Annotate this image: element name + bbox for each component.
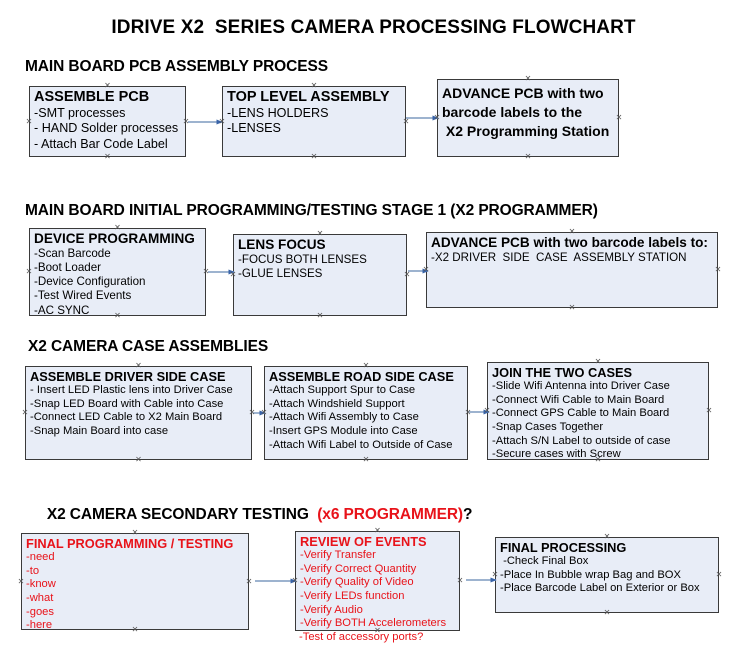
node-line: -Verify LEDs function xyxy=(300,590,405,603)
node-line: -Boot Loader xyxy=(34,261,102,275)
node-line: -AC SYNC xyxy=(34,303,90,317)
node-line: -Secure cases with Screw xyxy=(492,448,621,461)
node-line: barcode labels to the xyxy=(442,103,583,120)
node-line: -Attach Wifi Label to Outside of Case xyxy=(269,438,453,451)
section-heading-1: MAIN BOARD PCB ASSEMBLY PROCESS xyxy=(25,58,328,75)
node-line: -Connect GPS Cable to Main Board xyxy=(492,407,670,420)
node-title: ASSEMBLE ROAD SIDE CASE xyxy=(269,369,454,384)
node-line: -Slide Wifi Antenna into Driver Case xyxy=(492,380,670,393)
node-line: -Verify Correct Quantity xyxy=(300,562,417,575)
node-join-the-two-cases[interactable]: JOIN THE TWO CASES -Slide Wifi Antenna i… xyxy=(487,362,709,460)
node-line: -know xyxy=(26,578,56,591)
node-line: -Verify BOTH Accelerometers xyxy=(300,617,447,630)
node-line: -what xyxy=(26,592,54,605)
node-line: -here xyxy=(26,619,53,632)
node-title: DEVICE PROGRAMMING xyxy=(34,231,195,246)
node-title: ASSEMBLE PCB xyxy=(34,89,150,105)
node-line: -Device Configuration xyxy=(34,275,146,289)
node-line: -Test Wired Events xyxy=(34,289,132,303)
section-heading-4: X2 CAMERA SECONDARY TESTING (x6 PROGRAMM… xyxy=(30,488,473,542)
node-line: -Connect LED Cable to X2 Main Board xyxy=(30,411,223,424)
node-lens-focus[interactable]: LENS FOCUS -FOCUS BOTH LENSES -GLUE LENS… xyxy=(233,234,407,316)
node-line: -LENSES xyxy=(227,121,281,136)
page-title: IDRIVE X2 SERIES CAMERA PROCESSING FLOWC… xyxy=(111,17,636,38)
node-line: -Connect Wifi Cable to Main Board xyxy=(492,393,665,406)
node-overflow-line: -Test of accessory ports? xyxy=(299,631,424,643)
node-line: -Attach Wifi Assembly to Case xyxy=(269,411,419,424)
node-line: -GLUE LENSES xyxy=(238,267,323,281)
node-line: -Snap LED Board with Cable into Case xyxy=(30,397,224,410)
node-title: TOP LEVEL ASSEMBLY xyxy=(227,89,390,105)
node-line: -FOCUS BOTH LENSES xyxy=(238,253,367,267)
section-heading-accent: (x6 PROGRAMMER) xyxy=(317,506,463,523)
node-line: -Check Final Box xyxy=(500,555,589,568)
node-title: REVIEW OF EVENTS xyxy=(300,534,427,549)
node-line: -LENS HOLDERS xyxy=(227,106,329,121)
node-line: - HAND Solder processes xyxy=(34,121,179,136)
node-line: -Verify Quality of Video xyxy=(300,576,414,589)
node-assemble-road-side-case[interactable]: ASSEMBLE ROAD SIDE CASE -Attach Support … xyxy=(264,366,468,460)
node-line: -Verify Transfer xyxy=(300,549,376,562)
node-assemble-pcb[interactable]: ASSEMBLE PCB -SMT processes - HAND Solde… xyxy=(29,86,186,157)
node-line: -Attach Windshield Support xyxy=(269,397,405,410)
node-line: -Attach Support Spur to Case xyxy=(269,384,416,397)
node-line: -need xyxy=(26,551,55,564)
node-line: - Attach Bar Code Label xyxy=(34,136,168,151)
node-final-programming-testing[interactable]: FINAL PROGRAMMING / TESTING -need -to -k… xyxy=(21,533,249,632)
node-line: -Scan Barcode xyxy=(34,247,111,261)
node-line: -SMT processes xyxy=(34,106,126,121)
section-heading-tail: ? xyxy=(463,506,473,523)
node-line: - Insert LED Plastic lens into Driver Ca… xyxy=(30,384,233,397)
node-top-level-assembly[interactable]: TOP LEVEL ASSEMBLY -LENS HOLDERS -LENSES xyxy=(222,86,406,157)
node-title: ADVANCE PCB with two barcode labels to: xyxy=(431,235,708,250)
node-title: ASSEMBLE DRIVER SIDE CASE xyxy=(30,369,226,384)
node-line: X2 Programming Station xyxy=(442,122,610,139)
node-title: JOIN THE TWO CASES xyxy=(492,365,633,380)
node-line: -X2 DRIVER SIDE CASE ASSEMBLY STATION xyxy=(431,251,687,265)
section-heading-3: X2 CAMERA CASE ASSEMBLIES xyxy=(28,338,269,355)
node-line: -Snap Cases Together xyxy=(492,421,604,434)
node-line: -Verify Audio xyxy=(300,603,363,616)
node-final-processing[interactable]: FINAL PROCESSING -Check Final Box -Place… xyxy=(495,537,719,613)
node-line: -Place Barcode Label on Exterior or Box xyxy=(500,582,700,595)
node-review-of-events[interactable]: REVIEW OF EVENTS -Verify Transfer -Verif… xyxy=(295,531,460,631)
node-line: -Snap Main Board into case xyxy=(30,425,169,438)
section-heading-main: X2 CAMERA SECONDARY TESTING xyxy=(46,506,318,523)
node-title: LENS FOCUS xyxy=(238,237,326,252)
node-line: ADVANCE PCB with two xyxy=(442,85,604,101)
node-line: -Attach S/N Label to outside of case xyxy=(492,434,671,447)
node-line: -goes xyxy=(26,605,54,618)
section-heading-2: MAIN BOARD INITIAL PROGRAMMING/TESTING S… xyxy=(25,202,598,219)
node-device-programming[interactable]: DEVICE PROGRAMMING -Scan Barcode -Boot L… xyxy=(29,228,206,317)
node-line: -Place In Bubble wrap Bag and BOX xyxy=(500,568,681,581)
node-line: -Insert GPS Module into Case xyxy=(269,425,418,438)
node-line: -to xyxy=(26,564,40,577)
node-assemble-driver-side-case[interactable]: ASSEMBLE DRIVER SIDE CASE - Insert LED P… xyxy=(25,366,252,460)
node-title: FINAL PROGRAMMING / TESTING xyxy=(26,536,234,551)
node-title: FINAL PROCESSING xyxy=(500,540,627,555)
node-advance-pcb-driver-side[interactable]: ADVANCE PCB with two barcode labels to: … xyxy=(426,232,718,308)
